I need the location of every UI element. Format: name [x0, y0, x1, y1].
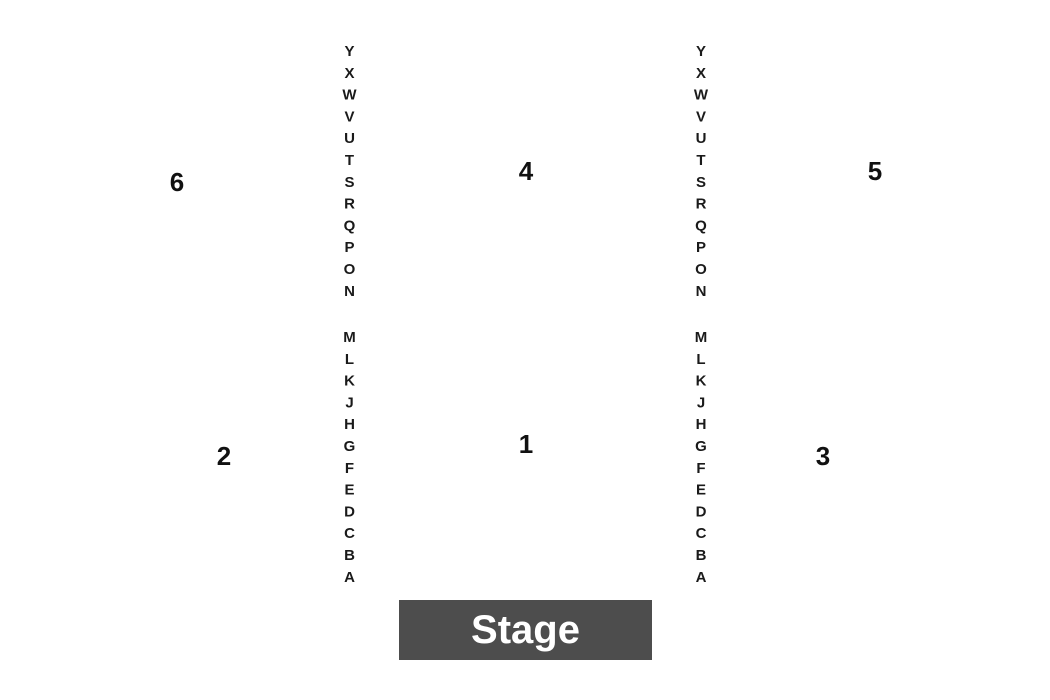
stage-label: Stage: [471, 608, 580, 652]
row-letter-right-v[interactable]: V: [696, 108, 706, 125]
row-letter-left-q[interactable]: Q: [344, 217, 356, 234]
row-letter-left-v[interactable]: V: [344, 108, 354, 125]
row-letter-left-d[interactable]: D: [344, 503, 355, 520]
row-letter-left-u[interactable]: U: [344, 130, 355, 147]
row-letter-right-k[interactable]: K: [696, 373, 707, 390]
stage-block: [399, 600, 652, 660]
stage: Stage: [399, 600, 652, 660]
row-letter-right-w[interactable]: W: [694, 87, 709, 104]
row-letter-left-r[interactable]: R: [344, 196, 355, 213]
row-letter-left-k[interactable]: K: [344, 373, 355, 390]
row-letter-right-a[interactable]: A: [696, 569, 707, 586]
row-letter-right-s[interactable]: S: [696, 174, 706, 191]
row-letter-right-g[interactable]: G: [695, 438, 707, 455]
row-letter-left-o[interactable]: O: [344, 261, 356, 278]
row-letter-right-u[interactable]: U: [696, 130, 707, 147]
row-letter-right-c[interactable]: C: [696, 525, 707, 542]
row-letter-left-s[interactable]: S: [344, 174, 354, 191]
row-letter-right-t[interactable]: T: [696, 152, 705, 169]
row-letter-right-x[interactable]: X: [696, 65, 706, 82]
row-letter-right-q[interactable]: Q: [695, 217, 707, 234]
row-letter-right-d[interactable]: D: [696, 503, 707, 520]
row-letter-left-x[interactable]: X: [344, 65, 354, 82]
row-letter-right-j[interactable]: J: [697, 394, 705, 411]
row-letter-right-l[interactable]: L: [696, 351, 705, 368]
row-letter-right-r[interactable]: R: [696, 196, 707, 213]
row-letter-left-e[interactable]: E: [344, 482, 354, 499]
row-letter-left-g[interactable]: G: [344, 438, 356, 455]
row-letter-left-w[interactable]: W: [342, 87, 357, 104]
row-letter-left-l[interactable]: L: [345, 351, 354, 368]
row-letter-right-e[interactable]: E: [696, 482, 706, 499]
section-1-label[interactable]: 1: [519, 429, 533, 459]
row-letter-left-c[interactable]: C: [344, 525, 355, 542]
row-letter-right-o[interactable]: O: [695, 261, 707, 278]
row-letter-left-p[interactable]: P: [344, 239, 354, 256]
row-letter-left-y[interactable]: Y: [344, 43, 354, 60]
section-5-label[interactable]: 5: [868, 156, 882, 186]
row-letter-left-t[interactable]: T: [345, 152, 354, 169]
section-4-label[interactable]: 4: [519, 156, 534, 186]
row-letter-left-a[interactable]: A: [344, 569, 355, 586]
row-letter-right-b[interactable]: B: [696, 547, 707, 564]
row-letter-left-b[interactable]: B: [344, 547, 355, 564]
row-letter-right-m[interactable]: M: [695, 329, 708, 346]
row-letter-left-h[interactable]: H: [344, 416, 355, 433]
row-letter-left-m[interactable]: M: [343, 329, 356, 346]
row-letter-left-n[interactable]: N: [344, 283, 355, 300]
section-2-label[interactable]: 2: [217, 441, 231, 471]
row-letter-right-y[interactable]: Y: [696, 43, 706, 60]
row-letter-right-h[interactable]: H: [696, 416, 707, 433]
section-3-label[interactable]: 3: [816, 441, 830, 471]
row-letter-right-p[interactable]: P: [696, 239, 706, 256]
row-letter-right-n[interactable]: N: [696, 283, 707, 300]
row-letter-right-f[interactable]: F: [696, 460, 705, 477]
row-letter-left-j[interactable]: J: [345, 394, 353, 411]
section-6-label[interactable]: 6: [170, 167, 184, 197]
row-letter-left-f[interactable]: F: [345, 460, 354, 477]
